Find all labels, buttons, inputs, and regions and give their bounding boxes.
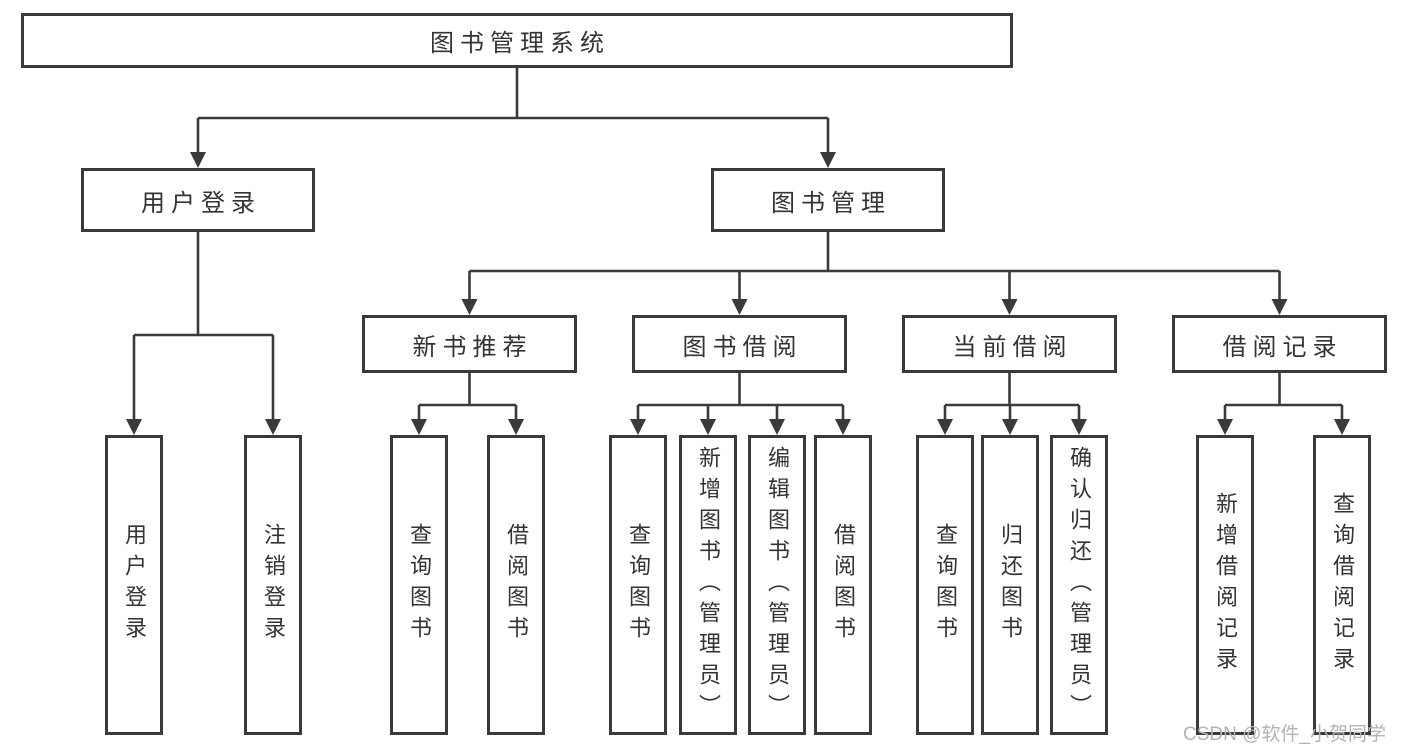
leaf-current-query-books: 查询图书 <box>916 435 974 735</box>
leaf-user-login: 用户登录 <box>105 435 163 735</box>
node-borrow-record: 借阅记录 <box>1172 315 1387 373</box>
leaf-current-return-books: 归还图书 <box>981 435 1039 735</box>
connector-lines <box>132 68 1344 421</box>
node-book-borrow: 图书借阅 <box>632 315 847 373</box>
arrowheads <box>126 152 1350 435</box>
leaf-newrec-borrow-books: 借阅图书 <box>487 435 545 735</box>
csdn-watermark: CSDN @软件_小贺同学 <box>1183 724 1386 745</box>
leaf-newrec-query-books: 查询图书 <box>390 435 448 735</box>
node-new-book-rec: 新书推荐 <box>362 315 577 373</box>
node-user-login: 用户登录 <box>81 168 315 232</box>
leaf-current-confirm-return-admin: 确认归还（管理员） <box>1050 435 1108 735</box>
leaf-record-query: 查询借阅记录 <box>1313 435 1371 735</box>
leaf-borrow-borrow-books: 借阅图书 <box>814 435 872 735</box>
node-book-mgmt: 图书管理 <box>711 168 945 232</box>
leaf-record-add: 新增借阅记录 <box>1196 435 1254 735</box>
leaf-borrow-add-books-admin: 新增图书（管理员） <box>679 435 737 735</box>
node-current-borrow: 当前借阅 <box>902 315 1117 373</box>
node-root: 图书管理系统 <box>21 13 1013 68</box>
leaf-borrow-edit-books-admin: 编辑图书（管理员） <box>748 435 806 735</box>
leaf-logout: 注销登录 <box>244 435 302 735</box>
leaf-borrow-query-books: 查询图书 <box>609 435 667 735</box>
